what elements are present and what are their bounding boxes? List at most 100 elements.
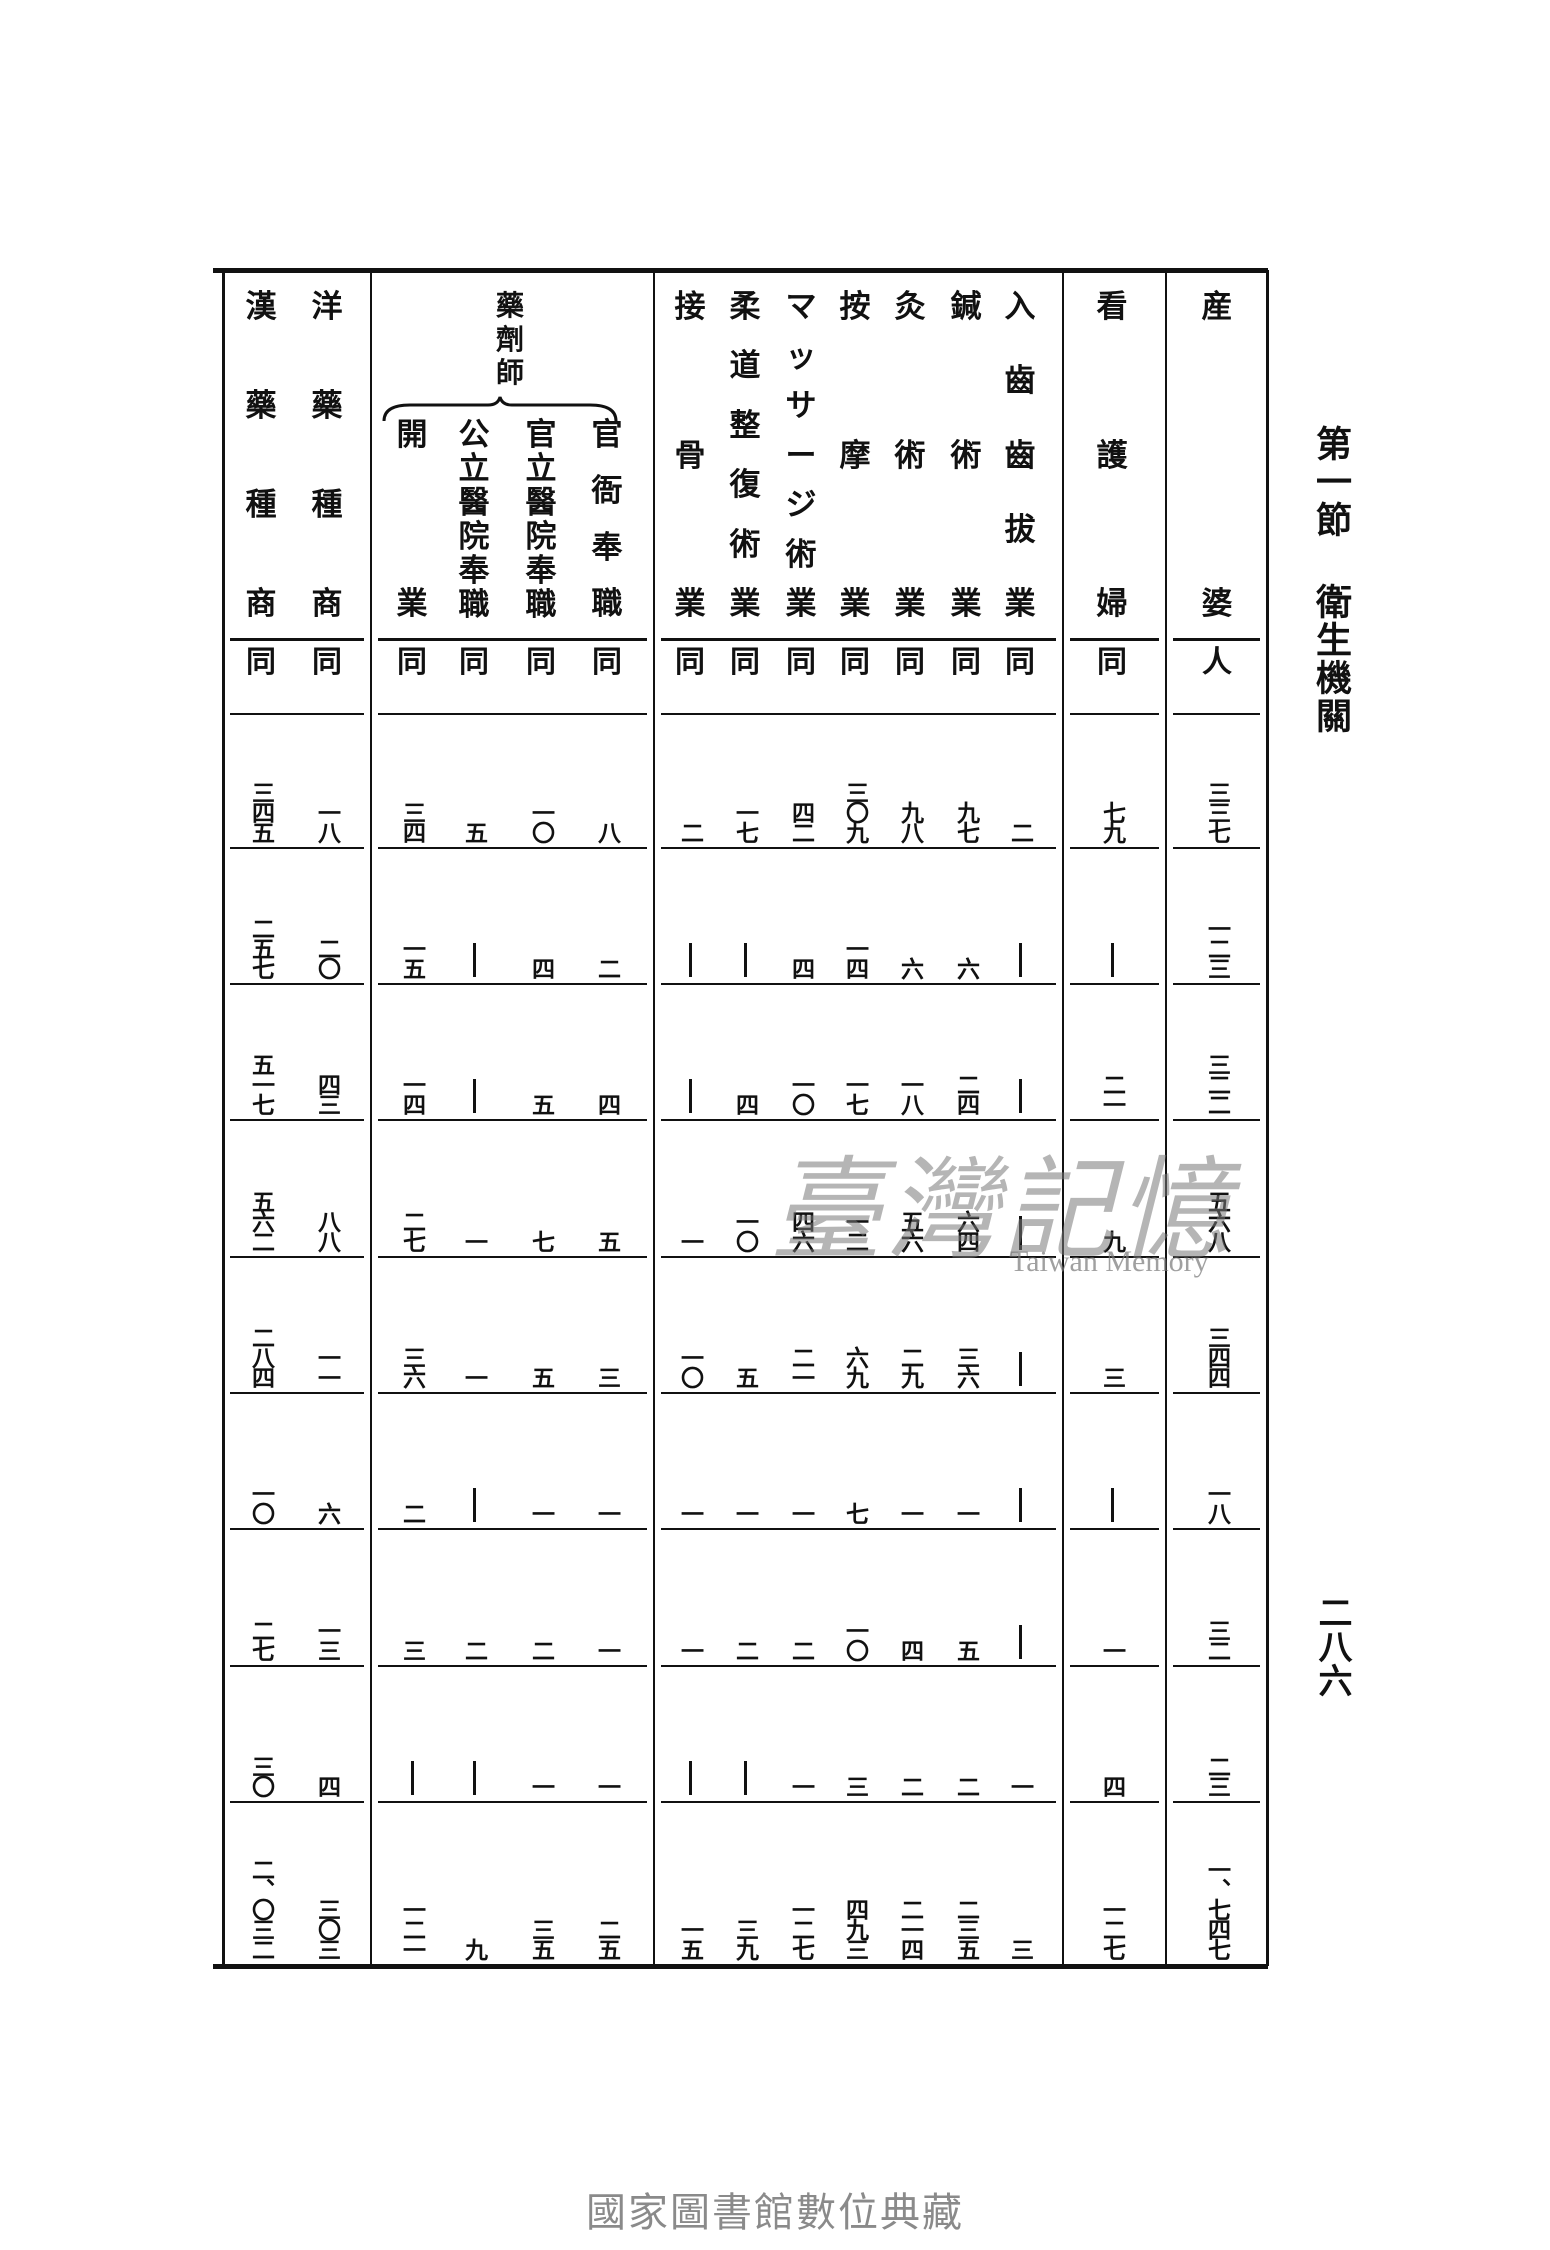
column-divider	[1165, 270, 1167, 1966]
row-rule	[378, 1256, 647, 1258]
column-header: 官立醫院奉職	[525, 417, 557, 623]
table-cell	[454, 1761, 494, 1795]
cell-value: 五六二	[247, 1190, 275, 1250]
table-cell: 二	[1000, 821, 1040, 841]
brace-icon	[382, 396, 618, 422]
unit-label: 同	[397, 645, 427, 680]
cell-value: 二五七	[247, 917, 275, 977]
row-rule	[230, 847, 364, 849]
total-cell: 九	[454, 1938, 494, 1958]
row-rule	[1173, 847, 1260, 849]
cell-value	[1018, 1352, 1022, 1386]
table-cell: 一	[587, 1502, 627, 1522]
row-rule	[1173, 1256, 1260, 1258]
unit-rule	[230, 713, 364, 715]
page-number: 二八六	[1312, 1595, 1352, 1697]
table-cell: 三	[835, 1775, 875, 1795]
table-cell: 七	[835, 1502, 875, 1522]
table-cell: 八	[587, 821, 627, 841]
cell-value: 五六八	[1203, 1190, 1231, 1250]
cell-value: 一二七	[1098, 1898, 1126, 1958]
column-header: 灸術業	[894, 289, 926, 622]
table-cell: 一四	[392, 1073, 432, 1113]
cell-value: 五	[527, 1093, 555, 1113]
cell-value: 一二七	[787, 1898, 815, 1958]
table-cell	[1000, 943, 1040, 977]
cell-value: 二	[527, 1639, 555, 1659]
table-cell: 六	[890, 957, 930, 977]
table-cell: 一	[1000, 1775, 1040, 1795]
table-bottom-rule	[213, 1964, 1268, 1969]
unit-label: 同	[786, 645, 816, 680]
cell-value: 一	[676, 1230, 704, 1250]
cell-value: 一	[731, 1502, 759, 1522]
cell-value: 一〇	[676, 1346, 704, 1386]
cell-value: 一三	[313, 1619, 341, 1659]
table-cell: 三四五	[241, 781, 281, 841]
cell-value: 四	[787, 957, 815, 977]
table-cell: 一	[946, 1502, 986, 1522]
unit-label: 人	[1202, 645, 1232, 680]
cell-value: 四	[593, 1093, 621, 1113]
unit-rule	[1173, 713, 1260, 715]
unit-label: 同	[312, 645, 342, 680]
row-rule	[1070, 1392, 1159, 1394]
cell-value: 四	[896, 1639, 924, 1659]
table-cell: 二	[725, 1639, 765, 1659]
cell-value: 二九	[896, 1346, 924, 1386]
cell-value: 三	[1098, 1366, 1126, 1386]
cell-value: 二一四	[896, 1898, 924, 1958]
table-cell: 二八四	[241, 1326, 281, 1386]
cell-value	[1110, 943, 1114, 977]
column-divider	[370, 270, 372, 1966]
unit-rule	[1070, 713, 1159, 715]
row-rule	[1070, 1256, 1159, 1258]
column-header: 看護婦	[1096, 289, 1128, 622]
cell-value: 二四	[952, 1073, 980, 1113]
table-cell: 一七	[725, 801, 765, 841]
row-rule	[661, 1392, 1056, 1394]
table-cell: 一	[521, 1775, 561, 1795]
column-header: 按摩業	[839, 289, 871, 622]
cell-value: 五	[593, 1230, 621, 1250]
table-cell: 一	[781, 1502, 821, 1522]
cell-value	[472, 1488, 476, 1522]
cell-value: 三六	[952, 1346, 980, 1386]
table-cell	[1000, 1488, 1040, 1522]
cell-value	[1018, 1216, 1022, 1250]
cell-value: 一〇	[527, 801, 555, 841]
table-cell: 五六二	[241, 1190, 281, 1250]
row-rule	[230, 1256, 364, 1258]
table-cell: 四	[307, 1775, 347, 1795]
cell-value: 三〇九	[841, 781, 869, 841]
cell-value: 五一七	[247, 1053, 275, 1113]
cell-value: 一	[952, 1502, 980, 1522]
cell-value: 五	[731, 1366, 759, 1386]
table-cell: 三四四	[1197, 1326, 1237, 1386]
cell-value: 三四	[398, 801, 426, 841]
column-divider	[1062, 270, 1064, 1966]
cell-value: 一〇	[841, 1619, 869, 1659]
table-cell: 一八	[890, 1073, 930, 1113]
table-cell: 九八	[890, 801, 930, 841]
cell-value	[688, 1761, 692, 1795]
unit-rule	[661, 713, 1056, 715]
table-cell: 五	[521, 1093, 561, 1113]
table-cell: 一	[670, 1230, 710, 1250]
row-rule	[1070, 1801, 1159, 1803]
table-cell: 一八	[1197, 1482, 1237, 1522]
cell-value: 一五	[676, 1918, 704, 1958]
cell-value: 三	[841, 1775, 869, 1795]
row-rule	[378, 1665, 647, 1667]
unit-label: 同	[526, 645, 556, 680]
cell-value: 一一	[313, 1346, 341, 1386]
cell-value: 一	[460, 1230, 488, 1250]
cell-value: 二一	[1098, 1073, 1126, 1113]
table-cell: 一七	[835, 1073, 875, 1113]
table-cell: 四二	[781, 801, 821, 841]
column-header: マッサージ術業	[785, 289, 817, 622]
cell-value: 一	[593, 1775, 621, 1795]
table-cell: 一	[725, 1502, 765, 1522]
cell-value	[472, 1079, 476, 1113]
total-cell: 一二七	[781, 1898, 821, 1958]
